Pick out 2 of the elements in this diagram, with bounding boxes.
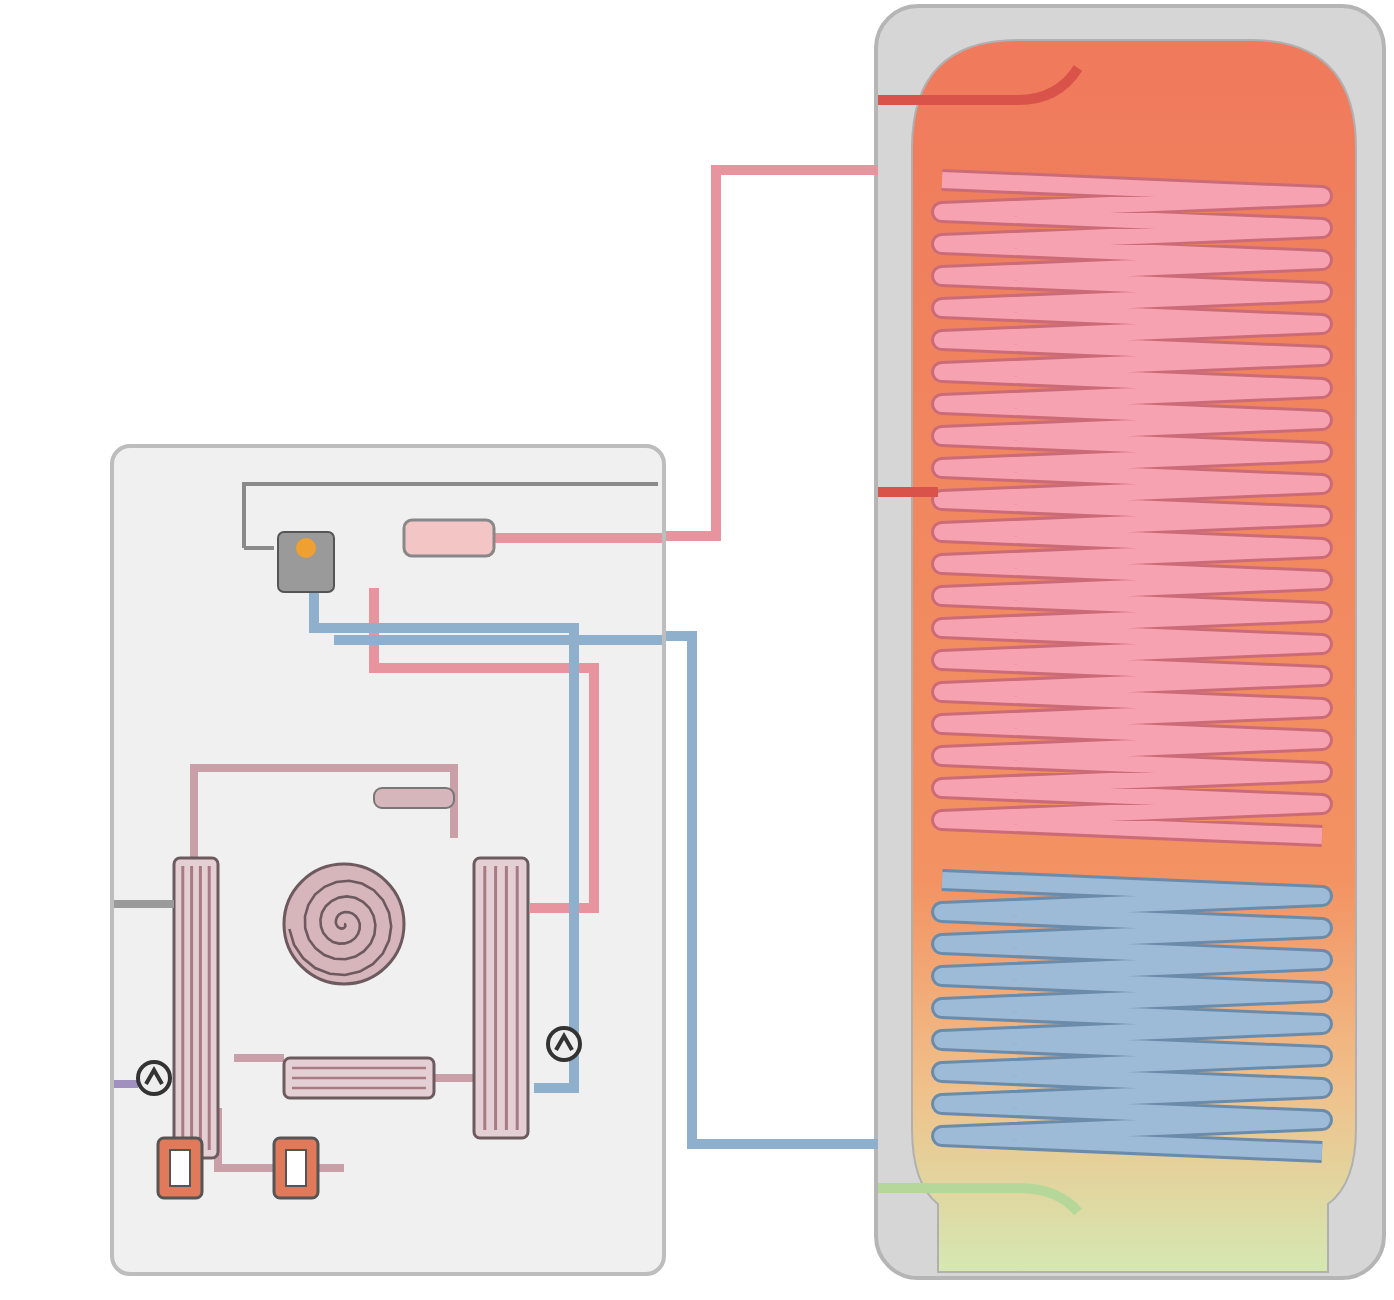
pipe — [666, 631, 878, 1149]
pipe — [666, 165, 878, 541]
